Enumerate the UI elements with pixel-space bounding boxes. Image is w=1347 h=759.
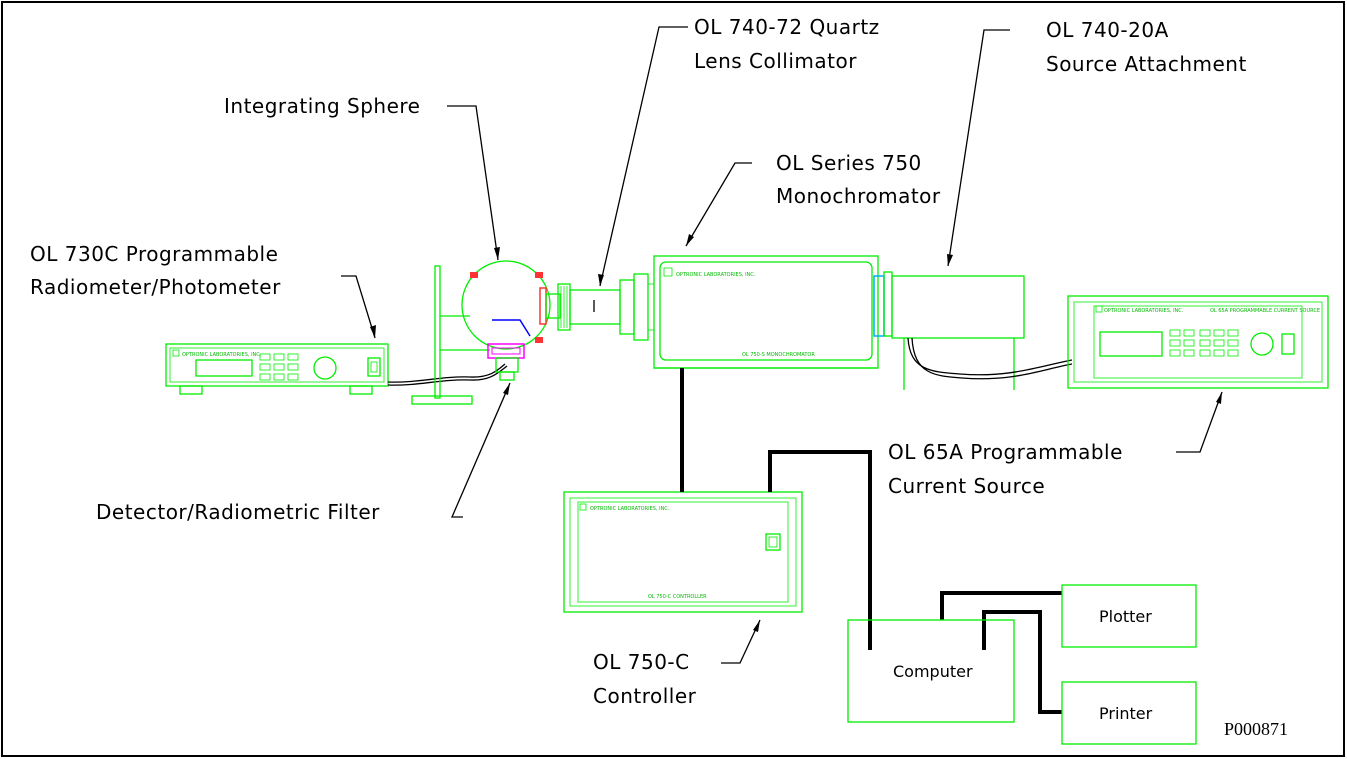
svg-text:OPTRONIC LABORATORIES, INC.: OPTRONIC LABORATORIES, INC. — [590, 506, 670, 512]
radiometer-unit: OPTRONIC LABORATORIES, INC. — [165, 343, 389, 395]
leader-lines — [341, 26, 1223, 664]
collimator-label-line2: Lens Collimator — [694, 49, 857, 73]
detector-label: Detector/Radiometric Filter — [96, 500, 380, 524]
plotter-box — [1061, 584, 1197, 648]
source-attachment-label-line1: OL 740-20A — [1046, 18, 1169, 42]
computer-printer-cable — [982, 610, 1062, 714]
monochromator-unit: OPTRONIC LABORATORIES, INC. OL 750-S MON… — [653, 255, 879, 369]
source-attachment-label-line2: Source Attachment — [1046, 52, 1247, 76]
integrating-sphere — [461, 260, 561, 381]
svg-text:OPTRONIC LABORATORIES, INC.: OPTRONIC LABORATORIES, INC. — [1104, 308, 1184, 314]
source-attachment — [873, 271, 1025, 390]
svg-text:OL 750-C CONTROLLER: OL 750-C CONTROLLER — [648, 594, 707, 600]
printer-label: Printer — [1099, 704, 1153, 723]
sphere-stand — [411, 265, 490, 405]
collimator-label-line1: OL 740-72 Quartz — [694, 15, 880, 39]
printer-box — [1061, 681, 1197, 745]
svg-text:OPTRONIC LABORATORIES, INC.: OPTRONIC LABORATORIES, INC. — [676, 272, 756, 278]
computer-label: Computer — [893, 662, 973, 681]
controller-label-line2: Controller — [593, 684, 697, 708]
current-source-label-line1: OL 65A Programmable — [888, 440, 1123, 464]
svg-text:OL 65A PROGRAMMABLE CURRENT SO: OL 65A PROGRAMMABLE CURRENT SOURCE — [1210, 308, 1320, 314]
monochromator-label-line2: Monochromator — [776, 184, 941, 208]
monochromator-label-line1: OL Series 750 — [776, 151, 922, 175]
current-source-unit: OPTRONIC LABORATORIES, INC. OL 65A PROGR… — [1067, 295, 1329, 389]
svg-text:OL 750-S MONOCHROMATOR: OL 750-S MONOCHROMATOR — [742, 352, 815, 358]
sphere-label: Integrating Sphere — [224, 94, 420, 118]
radiometer-label-line1: OL 730C Programmable — [30, 242, 278, 266]
radiometer-label-line2: Radiometer/Photometer — [30, 275, 281, 299]
svg-text:OPTRONIC LABORATORIES, INC.: OPTRONIC LABORATORIES, INC. — [182, 352, 262, 358]
computer-plotter-cable — [940, 591, 1062, 620]
lamp-cable — [907, 337, 1073, 376]
figure-id: P000871 — [1224, 719, 1288, 739]
plotter-label: Plotter — [1099, 607, 1152, 626]
computer-box — [847, 619, 1015, 723]
controller-computer-cable — [768, 450, 872, 650]
radiometer-cable — [387, 363, 506, 383]
controller-label-line1: OL 750-C — [593, 650, 690, 674]
lens-collimator — [557, 273, 655, 341]
controller-unit: OPTRONIC LABORATORIES, INC. OL 750-C CON… — [563, 491, 803, 613]
current-source-label-line2: Current Source — [888, 474, 1045, 498]
